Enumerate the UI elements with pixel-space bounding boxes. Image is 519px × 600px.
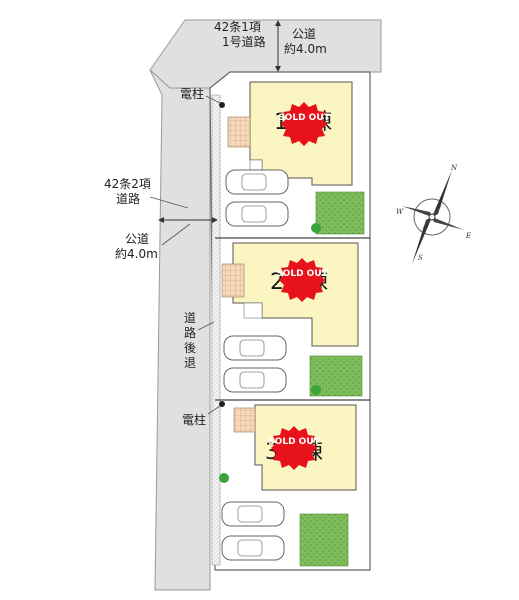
north-road-public-line2: 約4.0m <box>284 41 327 56</box>
leader-line <box>161 223 191 246</box>
north-road-class-line2: 1号道路 <box>222 34 266 49</box>
north-road-class-line1: 42条1項 <box>214 20 261 34</box>
utility-pole-label: 電柱 <box>182 412 206 427</box>
sold-out-text: SOLD OUT <box>278 113 330 123</box>
compass-n: N <box>450 164 458 172</box>
sold-out-starburst <box>279 258 325 302</box>
car-icon <box>221 535 285 561</box>
sold-out-badge-3: SOLD OUT <box>268 426 321 470</box>
west-road-public-line2: 約4.0m <box>115 246 158 261</box>
west-road-public-line1: 公道 <box>125 232 149 246</box>
setback-label-char: 退 <box>184 356 196 370</box>
compass-s: S <box>418 254 423 262</box>
garden-1 <box>315 191 365 235</box>
leader-line <box>149 196 189 209</box>
compass-icon: N E S W <box>396 164 471 264</box>
car-icon <box>223 335 287 361</box>
deck-2 <box>221 263 245 298</box>
tree-icon <box>311 385 321 395</box>
setback-strip <box>211 94 221 566</box>
car-icon <box>225 169 289 195</box>
sold-out-starburst <box>281 102 327 146</box>
west-road-class-line2: 道路 <box>116 191 140 206</box>
tree-icon <box>219 473 229 483</box>
setback-label-char: 後 <box>184 341 196 355</box>
sold-out-badge-2: SOLD OUT <box>276 258 329 302</box>
garden-3 <box>299 513 349 567</box>
sold-out-badge-1: SOLD OUT <box>278 102 331 146</box>
utility-pole-label: 電柱 <box>180 86 204 101</box>
sold-out-text: SOLD OUT <box>276 269 328 279</box>
leader-line <box>207 405 221 415</box>
north-road-public-line1: 公道 <box>292 27 316 41</box>
tree-icon <box>311 223 321 233</box>
porch-2 <box>243 302 263 319</box>
leader-line <box>197 321 215 331</box>
car-icon <box>225 201 289 227</box>
west-road-width-arrow <box>158 217 218 223</box>
sold-out-starburst <box>271 426 317 470</box>
west-road-class-line1: 42条2項 <box>104 177 151 191</box>
deck-3 <box>233 407 256 433</box>
north-road-width-arrow <box>275 20 281 72</box>
compass-w: W <box>396 208 404 216</box>
leader-line <box>205 95 221 104</box>
deck-1 <box>227 116 251 148</box>
car-icon <box>221 501 285 527</box>
west-road <box>149 69 211 591</box>
sold-out-text: SOLD OUT <box>268 437 320 447</box>
compass-e: E <box>465 232 471 240</box>
setback-label-char: 道 <box>184 311 196 325</box>
utility-pole-icon <box>219 102 225 108</box>
utility-pole-icon <box>219 401 225 407</box>
setback-label-char: 路 <box>184 325 196 340</box>
car-icon <box>223 367 287 393</box>
